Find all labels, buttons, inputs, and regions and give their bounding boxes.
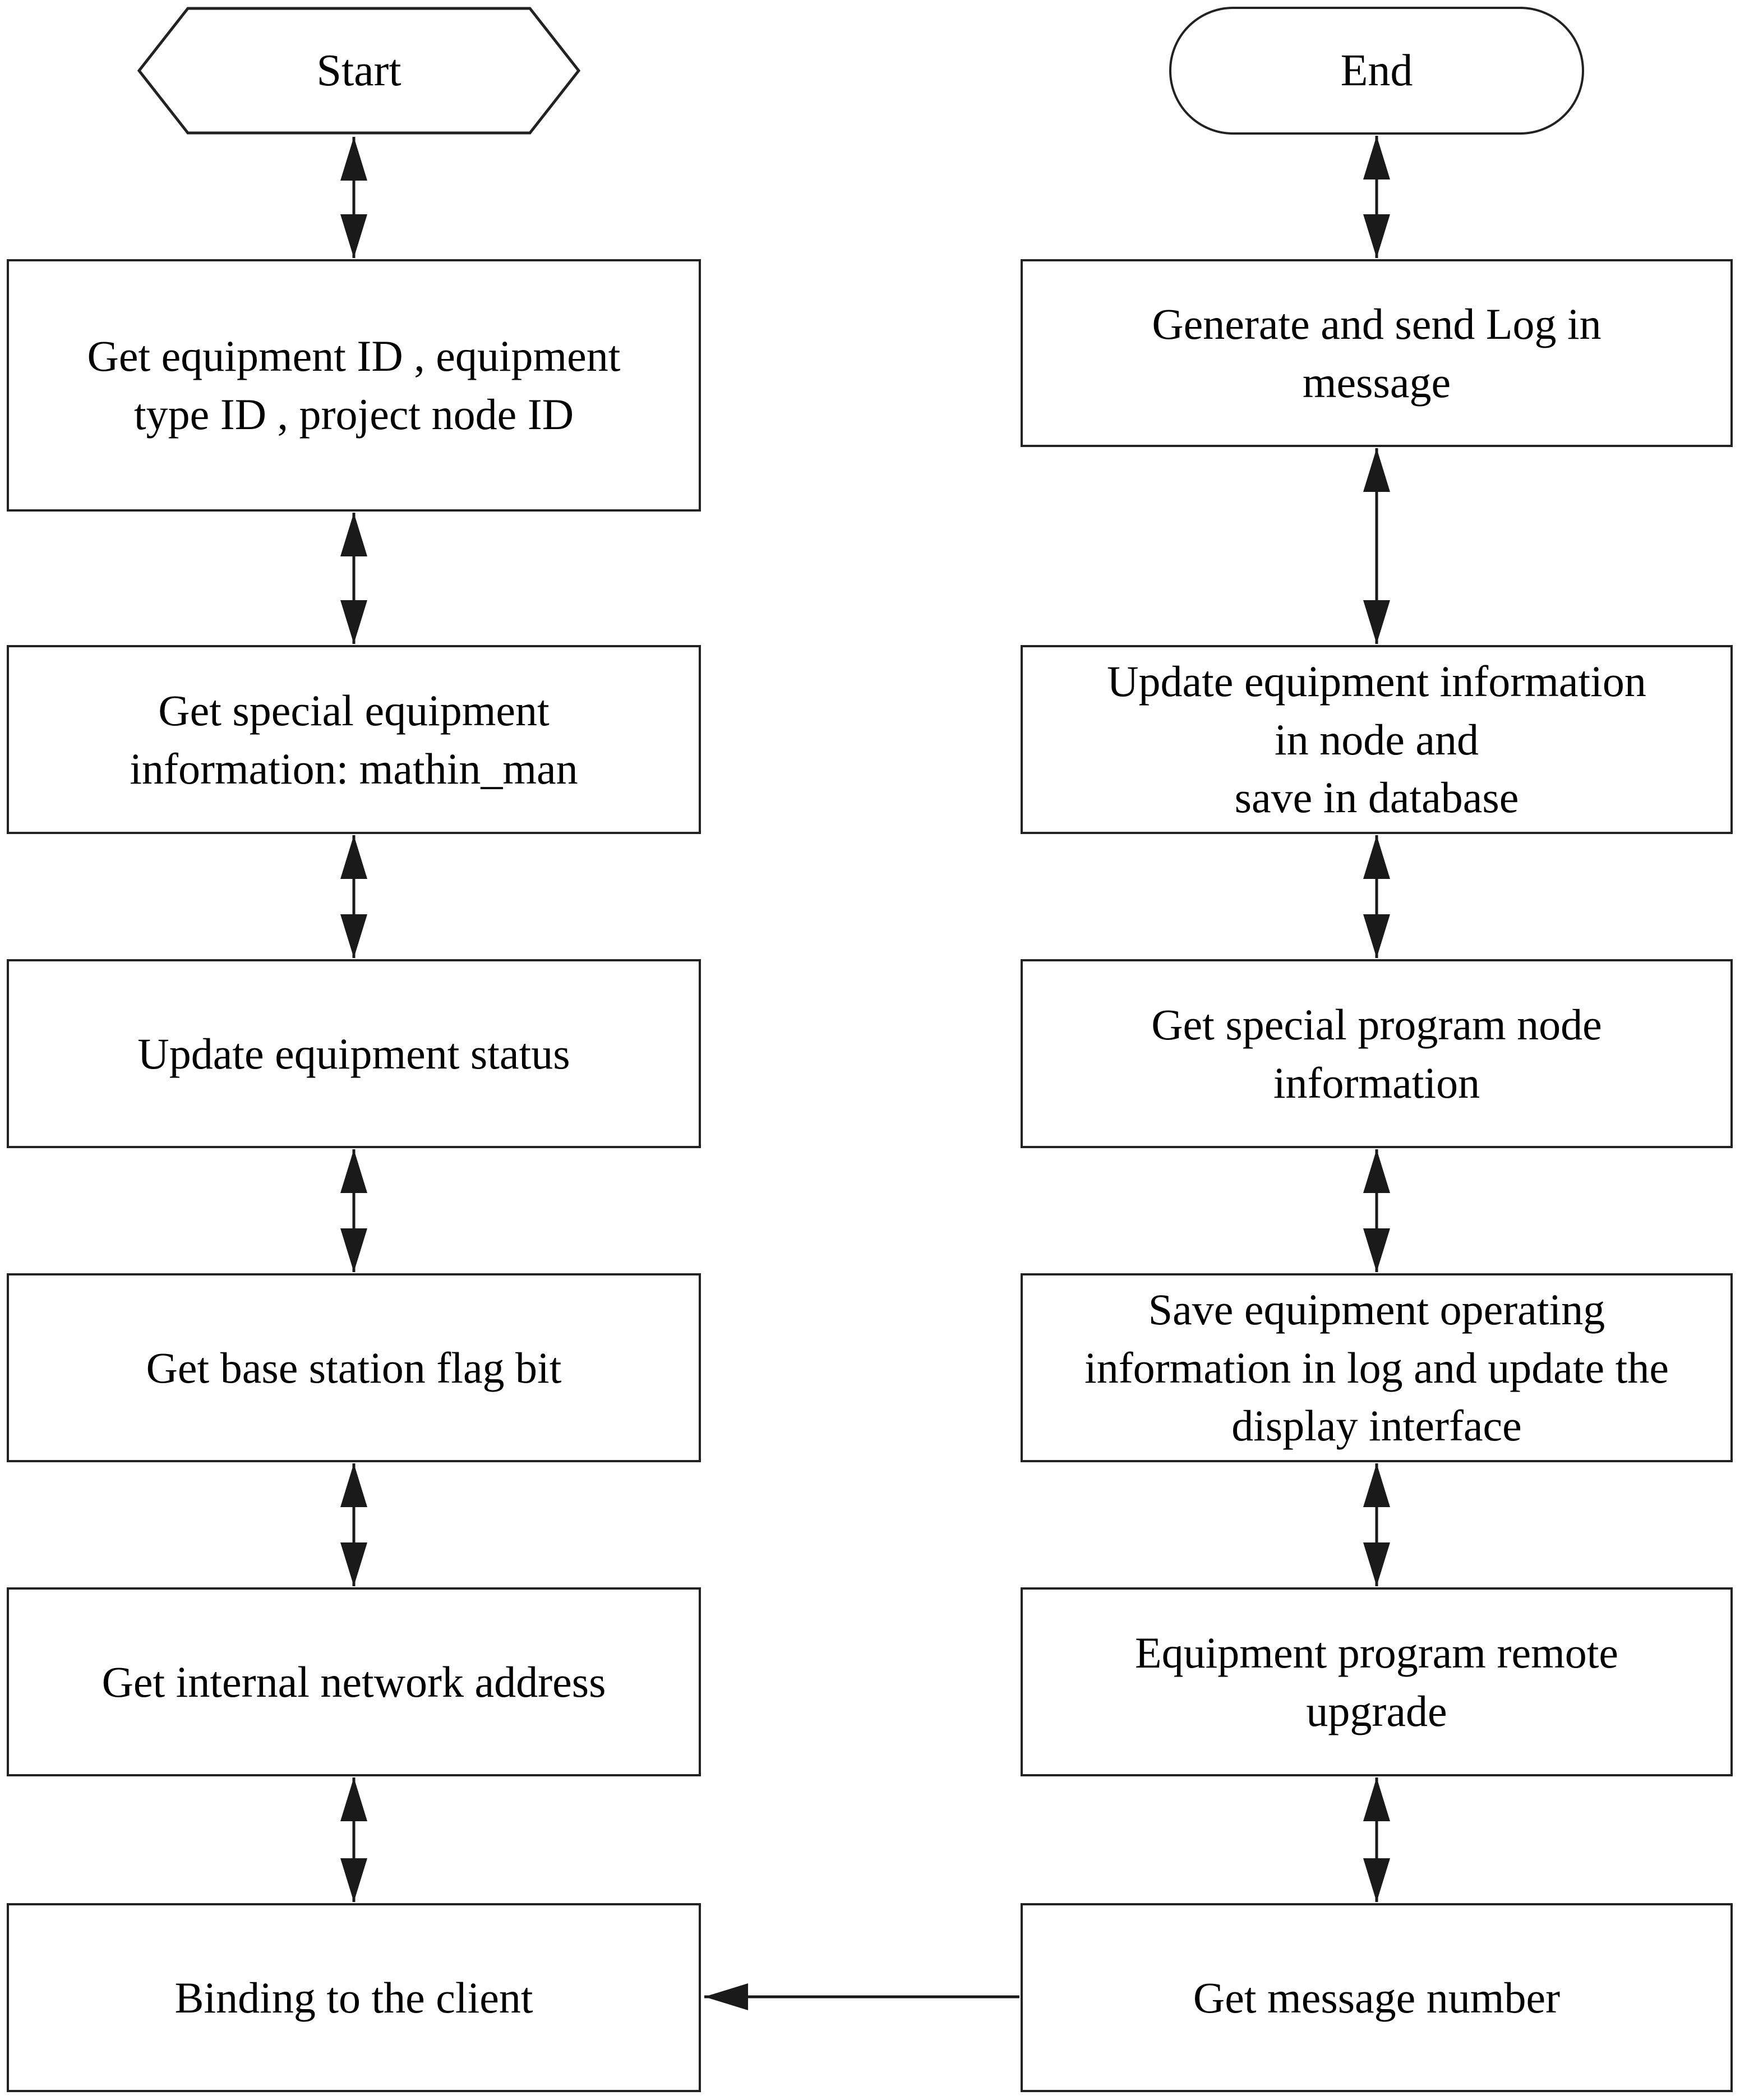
process-label: Get message number xyxy=(1193,1973,1561,2022)
process-label: Get equipment ID , equipment type ID , p… xyxy=(87,331,621,439)
process-box-get-special-program-node-info: Get special program node information xyxy=(1021,959,1733,1148)
process-label: Update equipment status xyxy=(137,1029,570,1078)
process-box-update-equipment-status: Update equipment status xyxy=(7,959,701,1148)
process-label: Equipment program remote upgrade xyxy=(1134,1628,1619,1735)
process-label: Save equipment operating information in … xyxy=(1084,1284,1669,1450)
end-label: End xyxy=(1340,45,1413,95)
process-box-save-operating-info-update-display: Save equipment operating information in … xyxy=(1021,1273,1733,1462)
process-label: Generate and send Log in message xyxy=(1152,299,1601,407)
process-box-get-message-number: Get message number xyxy=(1021,1903,1733,2092)
process-box-equipment-program-remote-upgrade: Equipment program remote upgrade xyxy=(1021,1587,1733,1776)
process-box-update-equipment-info-save-database: Update equipment information in node and… xyxy=(1021,645,1733,834)
process-label: Update equipment information in node and… xyxy=(1107,656,1646,822)
end-terminal: End xyxy=(1169,7,1584,135)
process-box-generate-send-login-message: Generate and send Log in message xyxy=(1021,259,1733,447)
process-box-get-special-equipment-info: Get special equipment information: mathi… xyxy=(7,645,701,834)
process-label: Get base station flag bit xyxy=(146,1343,562,1392)
process-box-get-base-station-flag-bit: Get base station flag bit xyxy=(7,1273,701,1462)
process-label: Get internal network address xyxy=(101,1657,606,1706)
process-label: Get special equipment information: mathi… xyxy=(130,685,578,793)
process-box-get-internal-network-address: Get internal network address xyxy=(7,1587,701,1776)
start-hexagon-shape xyxy=(137,7,580,135)
process-box-get-equipment-ids: Get equipment ID , equipment type ID , p… xyxy=(7,259,701,512)
process-box-binding-to-client: Binding to the client xyxy=(7,1903,701,2092)
process-label: Binding to the client xyxy=(174,1973,533,2022)
start-label: Start xyxy=(316,45,401,95)
start-terminal: Start xyxy=(137,7,580,135)
process-label: Get special program node information xyxy=(1151,1000,1602,1107)
